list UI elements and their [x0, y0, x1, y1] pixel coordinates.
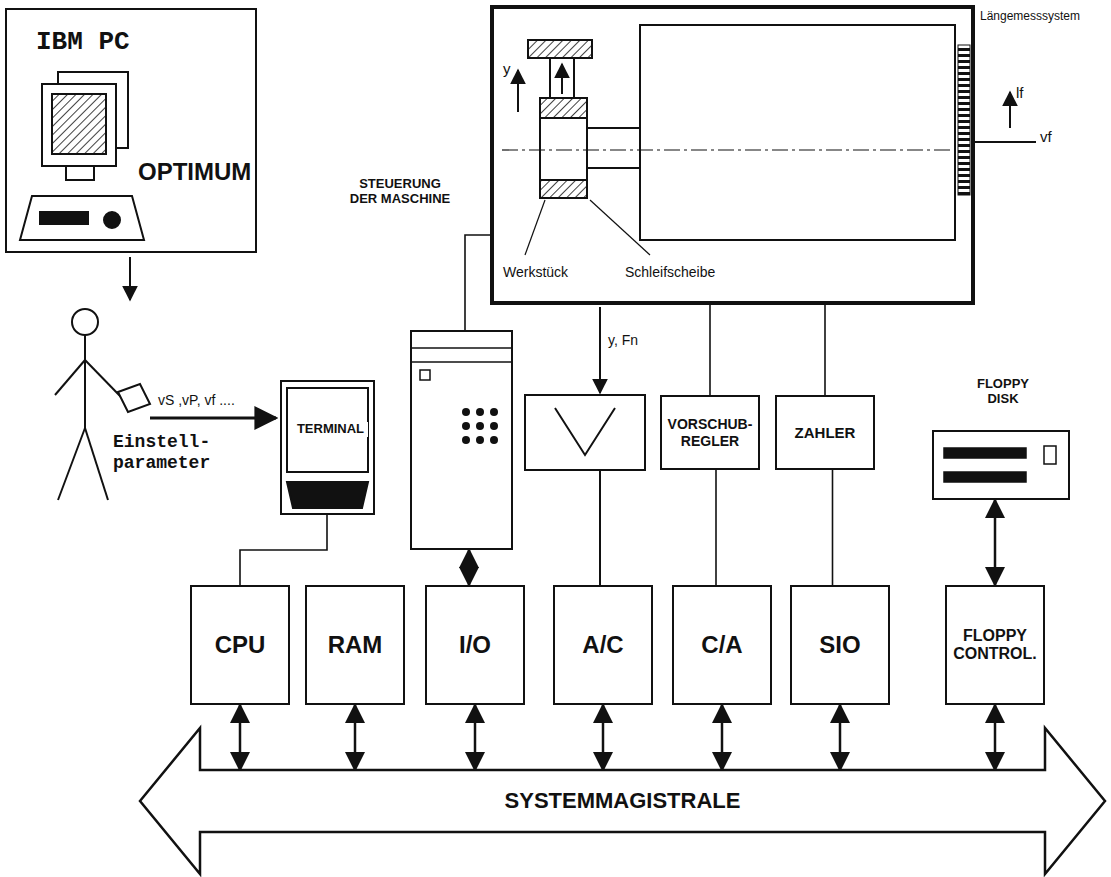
- settings-label: Einstell- parameter: [113, 432, 221, 473]
- node-label: RAM: [328, 631, 383, 659]
- signal-line: [715, 470, 717, 585]
- node-label: Schleifscheibe: [624, 264, 716, 280]
- bus-connection: [468, 550, 471, 585]
- bus-connection: [602, 705, 605, 770]
- parameter-list: vS ,vP, vf ....: [158, 392, 235, 408]
- control-cabinet-icon: [410, 348, 513, 444]
- bus-connection: [474, 705, 477, 770]
- bus-arrow-outline: [140, 728, 1105, 874]
- node-label: FLOPPY CONTROL.: [947, 627, 1043, 664]
- node-label: Werkstück: [502, 264, 569, 280]
- bus-module: I/O: [425, 585, 525, 705]
- signal-line: [465, 235, 490, 330]
- node-label: SIO: [819, 631, 860, 659]
- scale-label: Längemesssystem: [980, 10, 1080, 24]
- bus-connection: [839, 705, 842, 770]
- node-label: IBM PC: [35, 28, 131, 58]
- floppy-drive-box: FLOPPY DISK: [932, 430, 1070, 500]
- terminal-icon: [287, 388, 368, 508]
- node-label: C/A: [701, 631, 742, 659]
- node-label: I/O: [459, 631, 491, 659]
- signal-line: [709, 305, 711, 395]
- bus-module: FLOPPY CONTROL.: [945, 585, 1045, 705]
- amplifier-symbol: [525, 395, 645, 585]
- bus-connection: [239, 705, 242, 770]
- grinding-illustration: [502, 25, 1036, 393]
- bus-module: A/C: [553, 585, 653, 705]
- bus-module: C/A: [672, 585, 772, 705]
- signal-label: y, Fn: [608, 332, 638, 348]
- bus-connection: [721, 705, 724, 770]
- floppy-drive-icon: [944, 446, 1056, 482]
- axis-label: vf: [1040, 128, 1052, 145]
- bus-connection: [354, 705, 357, 770]
- flow-arrow: [129, 257, 131, 300]
- node-label: SYSTEMMAGISTRALE: [505, 788, 741, 813]
- node-label: ZAHLER: [795, 424, 856, 441]
- bus-module: CPU: [190, 585, 290, 705]
- node-label: TERMINAL: [293, 422, 368, 437]
- feed-controller-box: VORSCHUB- REGLER: [660, 395, 760, 470]
- signal-line: [240, 515, 327, 585]
- node-label: VORSCHUB- REGLER: [662, 416, 758, 448]
- node-label: FLOPPY DISK: [967, 377, 1039, 407]
- computer-box: IBM PC OPTIMUM: [5, 8, 257, 253]
- system-bus: SYSTEMMAGISTRALE: [140, 770, 1105, 832]
- terminal-box: TERMINAL: [280, 380, 375, 515]
- bus-connection: [994, 705, 997, 770]
- bus-connection: [994, 500, 997, 585]
- node-label: OPTIMUM: [137, 158, 252, 186]
- axis-label: y: [503, 60, 511, 77]
- signal-line: [832, 470, 834, 585]
- input-arrow: [150, 417, 276, 420]
- node-label: CPU: [215, 631, 266, 659]
- node-label: STEUERUNG DER MASCHINE: [347, 177, 453, 207]
- bus-module: SIO: [790, 585, 890, 705]
- signal-line: [824, 305, 826, 395]
- machine-frame: Werkstück Schleifscheibe: [490, 5, 975, 305]
- axis-label: lf: [1016, 84, 1024, 101]
- node-label: A/C: [582, 631, 623, 659]
- control-cabinet: STEUERUNG DER MASCHINE: [410, 330, 513, 550]
- computer-icon: [20, 72, 144, 240]
- bus-module: RAM: [305, 585, 405, 705]
- counter-box: ZAHLER: [775, 395, 875, 470]
